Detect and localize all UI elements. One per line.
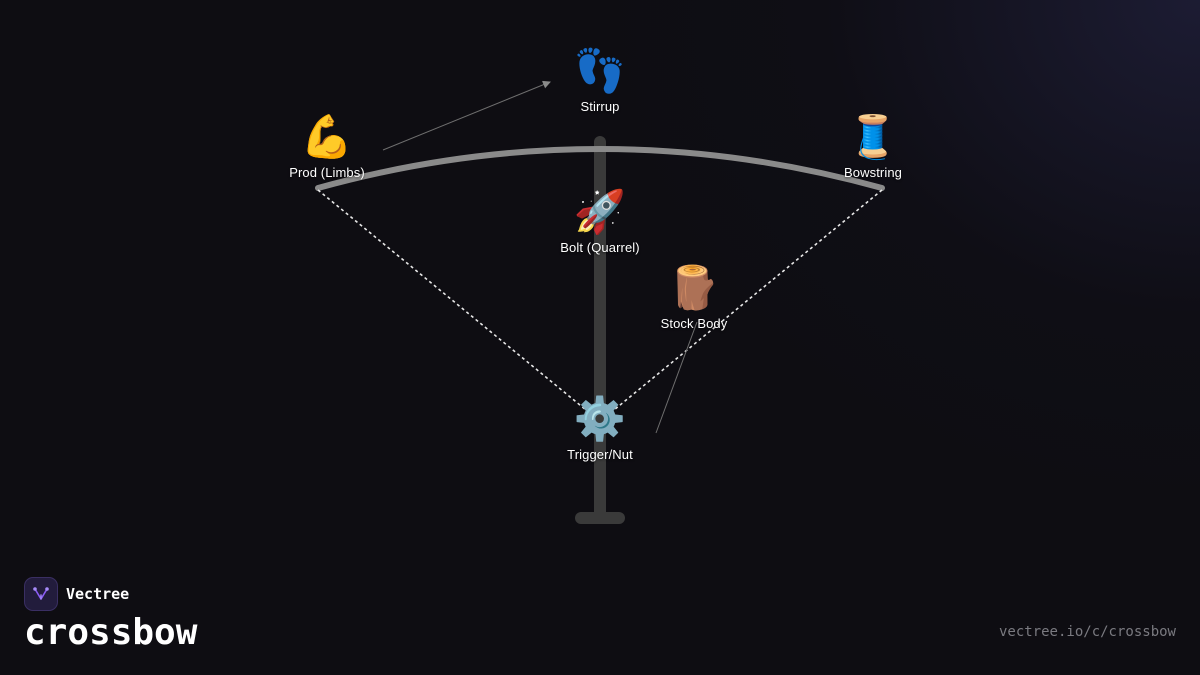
node-label-stirrup: Stirrup [580, 99, 620, 114]
connector-stock-to-trigger [655, 321, 698, 434]
node-trigger[interactable]: ⚙️ Trigger/Nut [520, 394, 680, 463]
rocket-icon: 🚀 [573, 187, 627, 236]
node-stirrup[interactable]: 👣 Stirrup [520, 46, 680, 115]
gear-icon: ⚙️ [573, 394, 627, 443]
stock-butt [575, 512, 625, 524]
node-label-prod: Prod (Limbs) [289, 165, 365, 180]
node-label-trigger: Trigger/Nut [567, 447, 633, 462]
prod-arc [315, 146, 885, 191]
connector-prod-to-stirrup [382, 80, 551, 151]
bowstring-left [317, 189, 587, 411]
brand-name: Vectree [66, 585, 130, 603]
node-label-bowstring: Bowstring [844, 165, 902, 180]
node-label-stock: Stock Body [660, 316, 728, 331]
stock-shaft [594, 136, 606, 520]
brand[interactable]: Vectree [24, 577, 129, 611]
page-title: crossbow [24, 612, 198, 653]
wood-log-icon: 🪵 [667, 263, 721, 312]
node-bowstring[interactable]: 🧵 Bowstring [793, 112, 953, 181]
node-label-bolt: Bolt (Quarrel) [560, 240, 640, 255]
vectree-logo-icon [24, 577, 58, 611]
bowstring-right [613, 189, 883, 411]
page-url[interactable]: vectree.io/c/crossbow [998, 624, 1176, 640]
footprints-icon: 👣 [573, 46, 627, 95]
node-stock[interactable]: 🪵 Stock Body [614, 263, 774, 332]
spool-of-thread-icon: 🧵 [846, 112, 900, 161]
node-bolt[interactable]: 🚀 Bolt (Quarrel) [520, 187, 680, 256]
node-prod[interactable]: 💪 Prod (Limbs) [247, 112, 407, 181]
flexed-biceps-icon: 💪 [300, 112, 354, 161]
